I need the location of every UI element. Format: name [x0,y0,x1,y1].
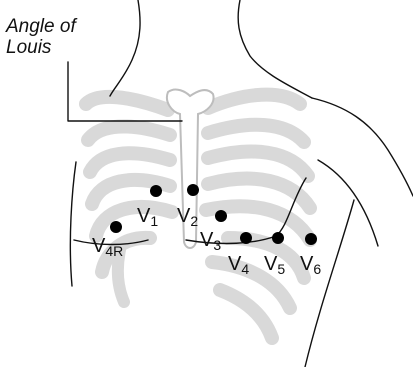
electrode-v1-dot [150,185,162,197]
flank-right [305,200,354,367]
rib-1-left [86,97,168,110]
electrode-v2-letter: V [177,205,191,227]
electrode-v4r-dot [110,221,122,233]
electrode-v3-letter: V [200,229,214,251]
rib-2-left [88,126,170,140]
electrode-v3-label: V3 [200,229,221,253]
electrode-v1-sub: 1 [150,213,158,229]
electrode-v5-dot [272,232,284,244]
neck-left [110,0,140,96]
electrode-v5-letter: V [264,253,278,275]
arm-right [318,160,378,246]
electrode-v6-dot [305,233,317,245]
electrode-v4-sub: 4 [241,261,249,277]
electrode-v4r-sub: 4R [105,243,123,259]
electrode-v1-letter: V [137,205,151,227]
electrode-v4-label: V4 [228,253,249,277]
electrode-v6-letter: V [300,253,314,275]
angle-of-louis-line2: Louis [6,37,76,58]
electrode-v5-sub: 5 [277,261,285,277]
electrode-v4-dot [240,232,252,244]
electrode-v2-dot [187,184,199,196]
rib-2-right [208,125,304,142]
neck-right [238,0,312,98]
shoulder-right [312,98,413,196]
rib-5-left [96,207,172,236]
electrode-v4r-letter: V [92,235,106,257]
electrode-v3-sub: 3 [213,237,221,253]
electrode-v6-sub: 6 [313,261,321,277]
rib-8-right [220,290,272,338]
rib-3-left [90,153,170,172]
electrode-v3-dot [215,210,227,222]
angle-of-louis-label: Angle of Louis [6,16,76,58]
rib-1-right [208,95,300,108]
arm-left [70,162,76,286]
electrode-v2-sub: 2 [190,213,198,229]
angle-of-louis-line1: Angle of [6,16,76,37]
electrode-v6-label: V6 [300,253,321,277]
electrode-v4-letter: V [228,253,242,275]
